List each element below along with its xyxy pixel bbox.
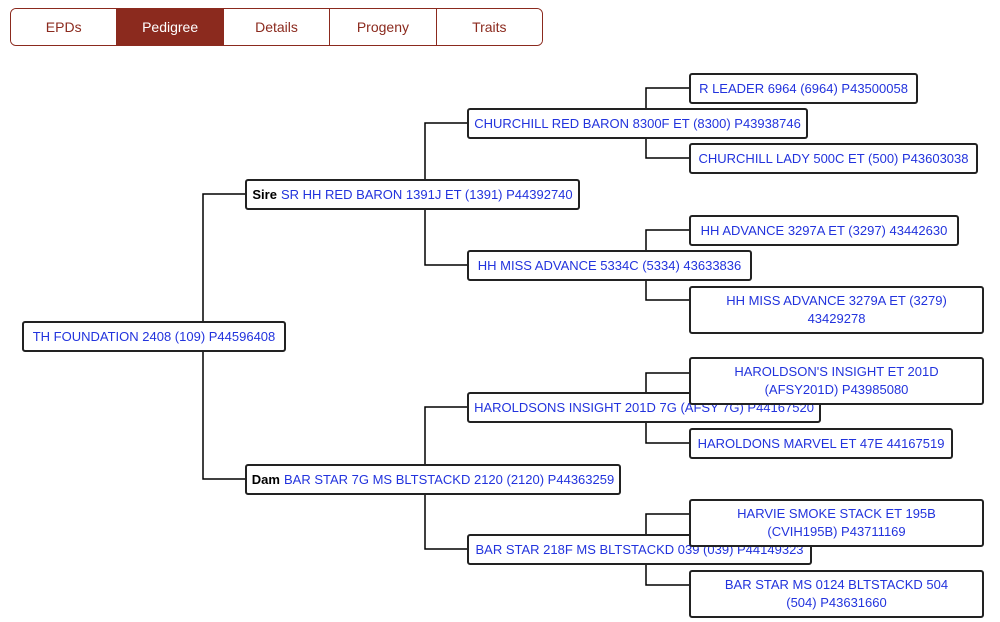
ggp-3-link[interactable]: HH ADVANCE 3297A ET (3297) 43442630	[700, 222, 948, 238]
pedigree-subject: TH FOUNDATION 2408 (109) P44596408	[22, 321, 286, 352]
pedigree-ggp-2: CHURCHILL LADY 500C ET (500) P43603038	[689, 143, 978, 174]
dam-link[interactable]: BAR STAR 7G MS BLTSTACKD 2120 (2120) P44…	[283, 471, 615, 487]
sire-label: Sire	[252, 186, 277, 202]
pedigree-ggp-3: HH ADVANCE 3297A ET (3297) 43442630	[689, 215, 959, 246]
connector-sire-dam	[424, 209, 469, 266]
ggp-7-link[interactable]: HARVIE SMOKE STACK ET 195B (CVIH195B) P4…	[737, 506, 936, 539]
ggp-4-link[interactable]: HH MISS ADVANCE 3279A ET (3279) 43429278	[726, 293, 947, 326]
dam-label: Dam	[251, 471, 280, 487]
connector-gp4-dam	[645, 564, 691, 586]
tab-epds[interactable]: EPDs	[11, 9, 118, 45]
connector-sire-sire	[424, 122, 469, 180]
subject-link[interactable]: TH FOUNDATION 2408 (109) P44596408	[32, 328, 276, 344]
connector-gp3-dam	[645, 422, 691, 444]
connector-subject-sire	[202, 193, 247, 322]
connector-gp1-sire	[645, 87, 691, 109]
pedigree-ggp-1: R LEADER 6964 (6964) P43500058	[689, 73, 918, 104]
tab-traits[interactable]: Traits	[436, 9, 542, 45]
pedigree-sire-dam: HH MISS ADVANCE 5334C (5334) 43633836	[467, 250, 752, 281]
connector-dam-sire	[424, 406, 469, 465]
pedigree-ggp-4: HH MISS ADVANCE 3279A ET (3279) 43429278	[689, 286, 984, 334]
tab-progeny[interactable]: Progeny	[330, 9, 437, 45]
tab-details[interactable]: Details	[223, 9, 331, 45]
tab-bar: EPDs Pedigree Details Progeny Traits	[10, 8, 543, 46]
pedigree-dam: Dam BAR STAR 7G MS BLTSTACKD 2120 (2120)…	[245, 464, 621, 495]
pedigree-ggp-7: HARVIE SMOKE STACK ET 195B (CVIH195B) P4…	[689, 499, 984, 547]
pedigree-ggp-5: HAROLDSON'S INSIGHT ET 201D (AFSY201D) P…	[689, 357, 984, 405]
connector-dam-dam	[424, 494, 469, 550]
connector-gp4-sire	[645, 513, 691, 535]
pedigree-sire: Sire SR HH RED BARON 1391J ET (1391) P44…	[245, 179, 580, 210]
connector-gp3-sire	[645, 372, 691, 393]
sire-dam-link[interactable]: HH MISS ADVANCE 5334C (5334) 43633836	[477, 257, 742, 273]
ggp-6-link[interactable]: HAROLDONS MARVEL ET 47E 44167519	[697, 435, 945, 451]
ggp-2-link[interactable]: CHURCHILL LADY 500C ET (500) P43603038	[698, 150, 969, 166]
sire-link[interactable]: SR HH RED BARON 1391J ET (1391) P4439274…	[280, 186, 573, 202]
pedigree-sire-sire: CHURCHILL RED BARON 8300F ET (8300) P439…	[467, 108, 808, 139]
ggp-5-link[interactable]: HAROLDSON'S INSIGHT ET 201D (AFSY201D) P…	[734, 364, 939, 397]
tab-pedigree[interactable]: Pedigree	[117, 9, 224, 45]
pedigree-ggp-8: BAR STAR MS 0124 BLTSTACKD 504 (504) P43…	[689, 570, 984, 618]
sire-sire-link[interactable]: CHURCHILL RED BARON 8300F ET (8300) P439…	[474, 115, 801, 131]
ggp-8-link[interactable]: BAR STAR MS 0124 BLTSTACKD 504 (504) P43…	[724, 577, 949, 610]
connector-gp1-dam	[645, 138, 691, 159]
ggp-1-link[interactable]: R LEADER 6964 (6964) P43500058	[699, 80, 908, 96]
connector-subject-dam	[202, 352, 247, 480]
connector-gp2-dam	[645, 280, 691, 301]
connector-gp2-sire	[645, 229, 691, 251]
pedigree-ggp-6: HAROLDONS MARVEL ET 47E 44167519	[689, 428, 953, 459]
